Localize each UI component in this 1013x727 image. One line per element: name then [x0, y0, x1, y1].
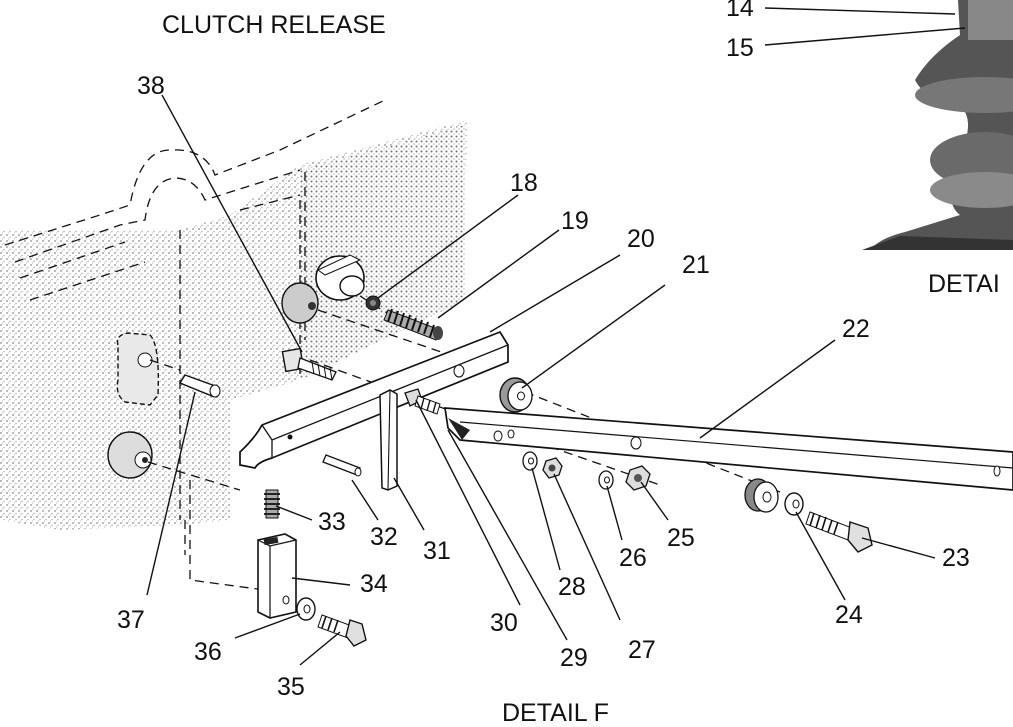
callout-26: 26 [619, 544, 647, 572]
callout-36: 36 [194, 638, 222, 666]
callout-21: 21 [682, 251, 710, 279]
title-detail-f: DETAIL F [502, 699, 609, 727]
callout-32: 32 [370, 523, 398, 551]
part-20-release-bar [239, 330, 509, 469]
callout-25: 25 [667, 524, 695, 552]
housing-boss-upper [281, 254, 365, 324]
housing-frame [0, 99, 468, 555]
callout-34: 34 [360, 570, 388, 598]
part-23-bolt [805, 511, 873, 553]
part-38-bolt [281, 347, 337, 381]
callout-37: 37 [117, 606, 145, 634]
callout-22: 22 [842, 315, 870, 343]
part-18-plug [365, 295, 381, 311]
callout-38: 38 [137, 72, 165, 100]
callout-30: 30 [490, 609, 518, 637]
callout-27: 27 [628, 636, 656, 664]
adjacent-detail-photo [862, 0, 1013, 250]
leader-lines [146, 7, 966, 666]
callout-18: 18 [510, 169, 538, 197]
callout-19: 19 [561, 207, 589, 235]
part-roller-right [744, 478, 779, 513]
callout-23: 23 [942, 544, 970, 572]
part-24-washer [784, 492, 804, 516]
part-21-roller [499, 377, 533, 413]
part-25-nut [625, 465, 651, 491]
part-29-30-stud [404, 388, 441, 415]
part-35-bolt [317, 614, 367, 647]
callout-28: 28 [558, 573, 586, 601]
callout-20: 20 [627, 225, 655, 253]
title-clutch-release: CLUTCH RELEASE [162, 11, 386, 39]
part-26-washer [598, 470, 614, 490]
part-19-spring [383, 308, 443, 341]
part-34-block [257, 533, 297, 619]
part-37-pin [178, 374, 221, 398]
housing-boss-left-upper [116, 332, 160, 406]
part-36-washer [296, 597, 316, 621]
part-33-spring [264, 489, 280, 519]
housing-boss-left-lower [107, 431, 153, 479]
callout-29: 29 [560, 644, 588, 672]
callout-15: 15 [726, 34, 754, 62]
callout-35: 35 [277, 673, 305, 701]
callout-31: 31 [423, 537, 451, 565]
partial-detail-title: DETAI [928, 270, 1000, 298]
callout-24: 24 [835, 601, 863, 629]
callout-14: 14 [726, 0, 754, 22]
part-31-lever [379, 389, 398, 491]
callout-labels: 14 15 18 19 20 21 22 23 24 25 26 27 28 2… [117, 0, 970, 701]
part-27-nut [542, 457, 563, 479]
part-28-washer [522, 451, 538, 471]
callout-33: 33 [318, 508, 346, 536]
part-22-link-bar [444, 407, 1013, 491]
part-32-pin [322, 454, 362, 477]
